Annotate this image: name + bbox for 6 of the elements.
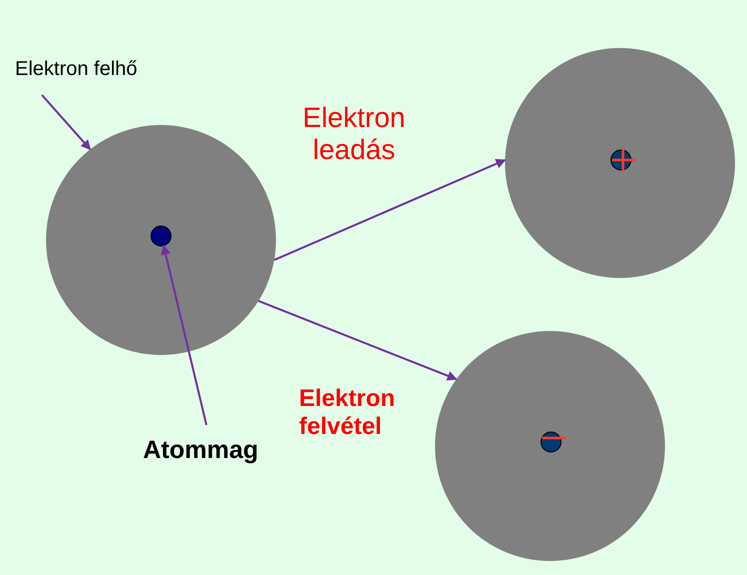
arrow: [258, 300, 458, 381]
nucleus-label: Atommag: [143, 436, 258, 465]
leader-arrow: [41, 94, 91, 150]
cloud-label: Elektron felhő: [15, 58, 138, 81]
arrow: [274, 158, 506, 261]
leader-arrow: [160, 244, 208, 426]
